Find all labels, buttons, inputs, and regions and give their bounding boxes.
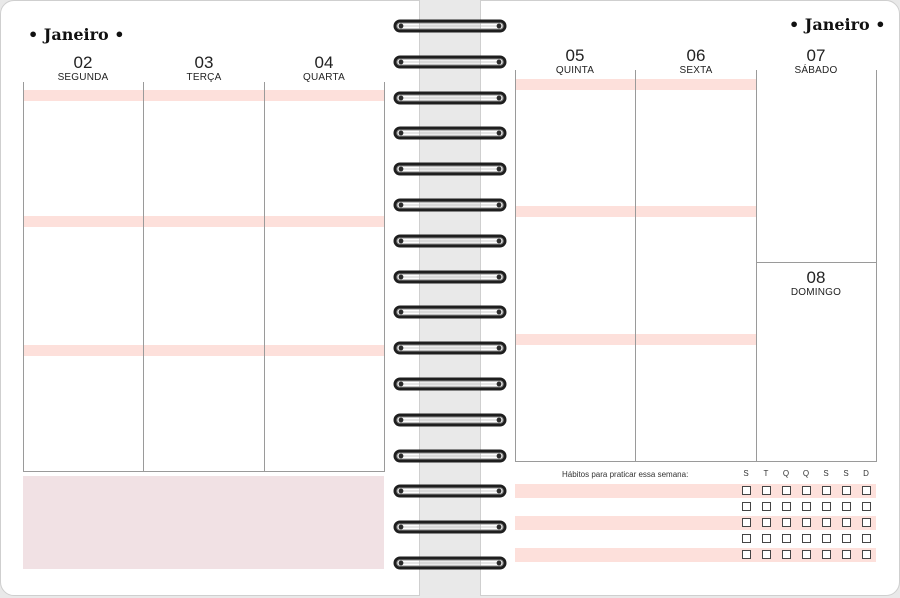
habit-checkbox[interactable] xyxy=(742,534,751,543)
habit-checkbox[interactable] xyxy=(862,550,871,559)
day-number: 02 xyxy=(73,53,93,72)
column-divider xyxy=(143,82,144,472)
habit-checkbox[interactable] xyxy=(822,534,831,543)
spiral-ring xyxy=(393,375,507,393)
habit-checkbox[interactable] xyxy=(782,502,791,511)
day-number: 03 xyxy=(194,53,214,72)
habit-checkbox[interactable] xyxy=(742,550,751,559)
habit-checkbox[interactable] xyxy=(822,550,831,559)
habit-checkbox[interactable] xyxy=(762,534,771,543)
habit-checkbox[interactable] xyxy=(862,486,871,495)
habit-checkbox[interactable] xyxy=(762,518,771,527)
habit-checkbox[interactable] xyxy=(802,486,811,495)
spiral-ring xyxy=(393,303,507,321)
habit-day-initial: S xyxy=(743,469,749,478)
column-divider xyxy=(876,70,877,462)
habit-checkbox[interactable] xyxy=(822,502,831,511)
habit-checkbox[interactable] xyxy=(822,518,831,527)
habit-checkbox[interactable] xyxy=(782,534,791,543)
spiral-ring xyxy=(393,160,507,178)
habit-checkbox[interactable] xyxy=(782,518,791,527)
grid-bottom-line xyxy=(23,471,385,472)
day-number: 05 xyxy=(565,46,585,65)
day-header-sunday: 08 DOMINGO xyxy=(756,269,876,299)
column-divider xyxy=(264,82,265,472)
spiral-ring xyxy=(393,53,507,71)
habit-day-initial: S xyxy=(843,469,849,478)
spiral-ring xyxy=(393,232,507,250)
habit-checkbox[interactable] xyxy=(802,550,811,559)
habit-checkbox[interactable] xyxy=(762,502,771,511)
day-number: 07 xyxy=(806,46,826,65)
habit-day-initial: Q xyxy=(782,469,790,478)
spiral-ring xyxy=(393,196,507,214)
day-name: QUINTA xyxy=(555,65,595,76)
day-header-monday: 02 SEGUNDA xyxy=(23,54,143,84)
habit-checkbox[interactable] xyxy=(742,518,751,527)
pink-band xyxy=(23,216,384,227)
column-divider xyxy=(635,70,636,462)
day-name: TERÇA xyxy=(186,72,222,83)
habits-label: Hábitos para praticar essa semana: xyxy=(562,470,689,479)
day-header-wednesday: 04 QUARTA xyxy=(264,54,384,84)
habit-checkbox[interactable] xyxy=(742,486,751,495)
habit-checkbox[interactable] xyxy=(802,502,811,511)
day-number: 08 xyxy=(806,268,826,287)
day-name: DOMINGO xyxy=(790,287,842,298)
day-number: 06 xyxy=(686,46,706,65)
grid-bottom-line xyxy=(515,461,877,462)
day-header-friday: 06 SEXTA xyxy=(636,47,756,77)
habit-checkbox[interactable] xyxy=(842,534,851,543)
right-month-title: • Janeiro • xyxy=(789,15,886,34)
spiral-ring xyxy=(393,411,507,429)
day-name: SEGUNDA xyxy=(57,72,109,83)
spiral-ring xyxy=(393,518,507,536)
weekend-divider xyxy=(756,262,877,263)
column-divider xyxy=(515,70,516,462)
day-name: SÁBADO xyxy=(794,65,838,76)
habit-checkbox[interactable] xyxy=(862,534,871,543)
habit-checkbox[interactable] xyxy=(842,502,851,511)
day-name: SEXTA xyxy=(679,65,713,76)
habit-checkbox[interactable] xyxy=(842,550,851,559)
habit-checkbox[interactable] xyxy=(802,518,811,527)
spiral-ring xyxy=(393,554,507,572)
spiral-ring xyxy=(393,89,507,107)
habit-checkbox[interactable] xyxy=(862,502,871,511)
pink-band xyxy=(23,90,384,101)
day-number: 04 xyxy=(314,53,334,72)
day-header-saturday: 07 SÁBADO xyxy=(756,47,876,77)
spiral-ring xyxy=(393,339,507,357)
day-header-thursday: 05 QUINTA xyxy=(515,47,635,77)
habit-day-initial: S xyxy=(823,469,829,478)
habit-day-initial: T xyxy=(763,469,769,478)
spiral-ring xyxy=(393,17,507,35)
habit-checkbox[interactable] xyxy=(742,502,751,511)
habit-day-initial: Q xyxy=(802,469,810,478)
pink-band xyxy=(23,345,384,356)
day-header-tuesday: 03 TERÇA xyxy=(144,54,264,84)
column-divider xyxy=(384,82,385,472)
spiral-ring xyxy=(393,447,507,465)
notes-area[interactable] xyxy=(23,476,384,569)
habit-checkbox[interactable] xyxy=(842,518,851,527)
habit-day-initial: D xyxy=(863,469,869,478)
spiral-ring xyxy=(393,482,507,500)
habit-checkbox[interactable] xyxy=(762,550,771,559)
left-month-title: • Janeiro • xyxy=(28,25,125,44)
habit-checkbox[interactable] xyxy=(862,518,871,527)
habit-checkbox[interactable] xyxy=(782,550,791,559)
habit-checkbox[interactable] xyxy=(782,486,791,495)
column-divider xyxy=(23,82,24,472)
day-name: QUARTA xyxy=(303,72,345,83)
habit-checkbox[interactable] xyxy=(842,486,851,495)
habit-checkbox[interactable] xyxy=(822,486,831,495)
habit-checkbox[interactable] xyxy=(762,486,771,495)
column-divider xyxy=(756,70,757,462)
habit-checkbox[interactable] xyxy=(802,534,811,543)
spiral-ring xyxy=(393,268,507,286)
spiral-ring xyxy=(393,124,507,142)
